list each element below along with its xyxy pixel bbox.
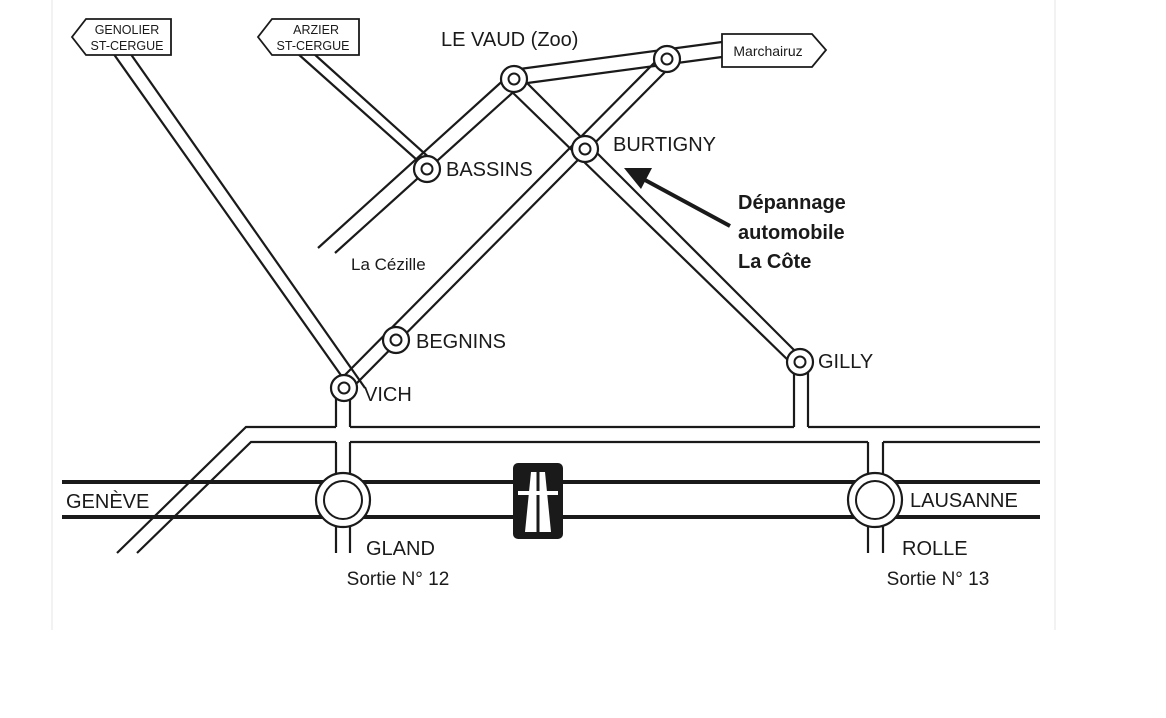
motorway-icon	[513, 463, 563, 539]
annotation-line2: automobile	[738, 222, 845, 244]
label-gland-exit: Sortie N° 12	[347, 569, 450, 590]
road-levaud-bassins	[317, 75, 509, 249]
road-cantonale	[136, 440, 1040, 554]
road-genolier	[112, 52, 351, 389]
label-la-cezille: La Cézille	[351, 255, 426, 274]
label-gilly: GILLY	[818, 351, 873, 373]
label-vich: VICH	[364, 384, 412, 406]
label-burtigny: BURTIGNY	[613, 134, 716, 156]
roundabout-bassins	[412, 154, 442, 184]
label-rolle-exit: Sortie N° 13	[887, 569, 990, 590]
label-begnins: BEGNINS	[416, 331, 506, 353]
roundabout-rolle	[846, 471, 904, 529]
road-network	[112, 40, 1040, 554]
sign-genolier-line1: GENOLIER	[95, 23, 160, 37]
roundabout-gilly	[785, 347, 815, 377]
label-lausanne: LAUSANNE	[910, 490, 1018, 512]
sign-arzier: ARZIER ST-CERGUE	[256, 18, 360, 56]
label-geneve: GENÈVE	[66, 490, 149, 513]
annotation-line3: La Côte	[738, 251, 811, 273]
road-levaud-gilly	[507, 87, 793, 365]
road-cantonale	[116, 425, 1040, 554]
roundabout-begnins	[381, 325, 411, 355]
roundabout-le-vaud	[499, 64, 529, 94]
label-gland: GLAND	[366, 538, 435, 560]
road-genolier	[129, 52, 366, 389]
sign-arzier-line1: ARZIER	[293, 23, 339, 37]
label-rolle: ROLLE	[902, 538, 968, 560]
sign-genolier: GENOLIER ST-CERGUE	[70, 18, 172, 56]
sign-arzier-line2: ST-CERGUE	[277, 39, 350, 53]
sign-marchairuz: Marchairuz	[721, 33, 828, 68]
annotation-line1: Dépannage	[738, 192, 846, 214]
roundabout-marchairuz	[652, 44, 682, 74]
road-arzier	[296, 52, 427, 169]
road-levaud-marchairuz	[519, 55, 723, 86]
sign-marchairuz-label: Marchairuz	[733, 43, 802, 59]
arrow-icon	[624, 168, 731, 228]
label-bassins: BASSINS	[446, 159, 533, 181]
roundabout-burtigny	[570, 134, 600, 164]
sign-genolier-line2: ST-CERGUE	[91, 39, 164, 53]
label-le-vaud: LE VAUD (Zoo)	[441, 29, 578, 51]
road-levaud-marchairuz	[511, 40, 723, 72]
road-levaud-gilly	[519, 75, 803, 359]
roundabout-vich	[329, 373, 359, 403]
road-arzier	[312, 52, 435, 163]
roundabout-gland	[314, 471, 372, 529]
